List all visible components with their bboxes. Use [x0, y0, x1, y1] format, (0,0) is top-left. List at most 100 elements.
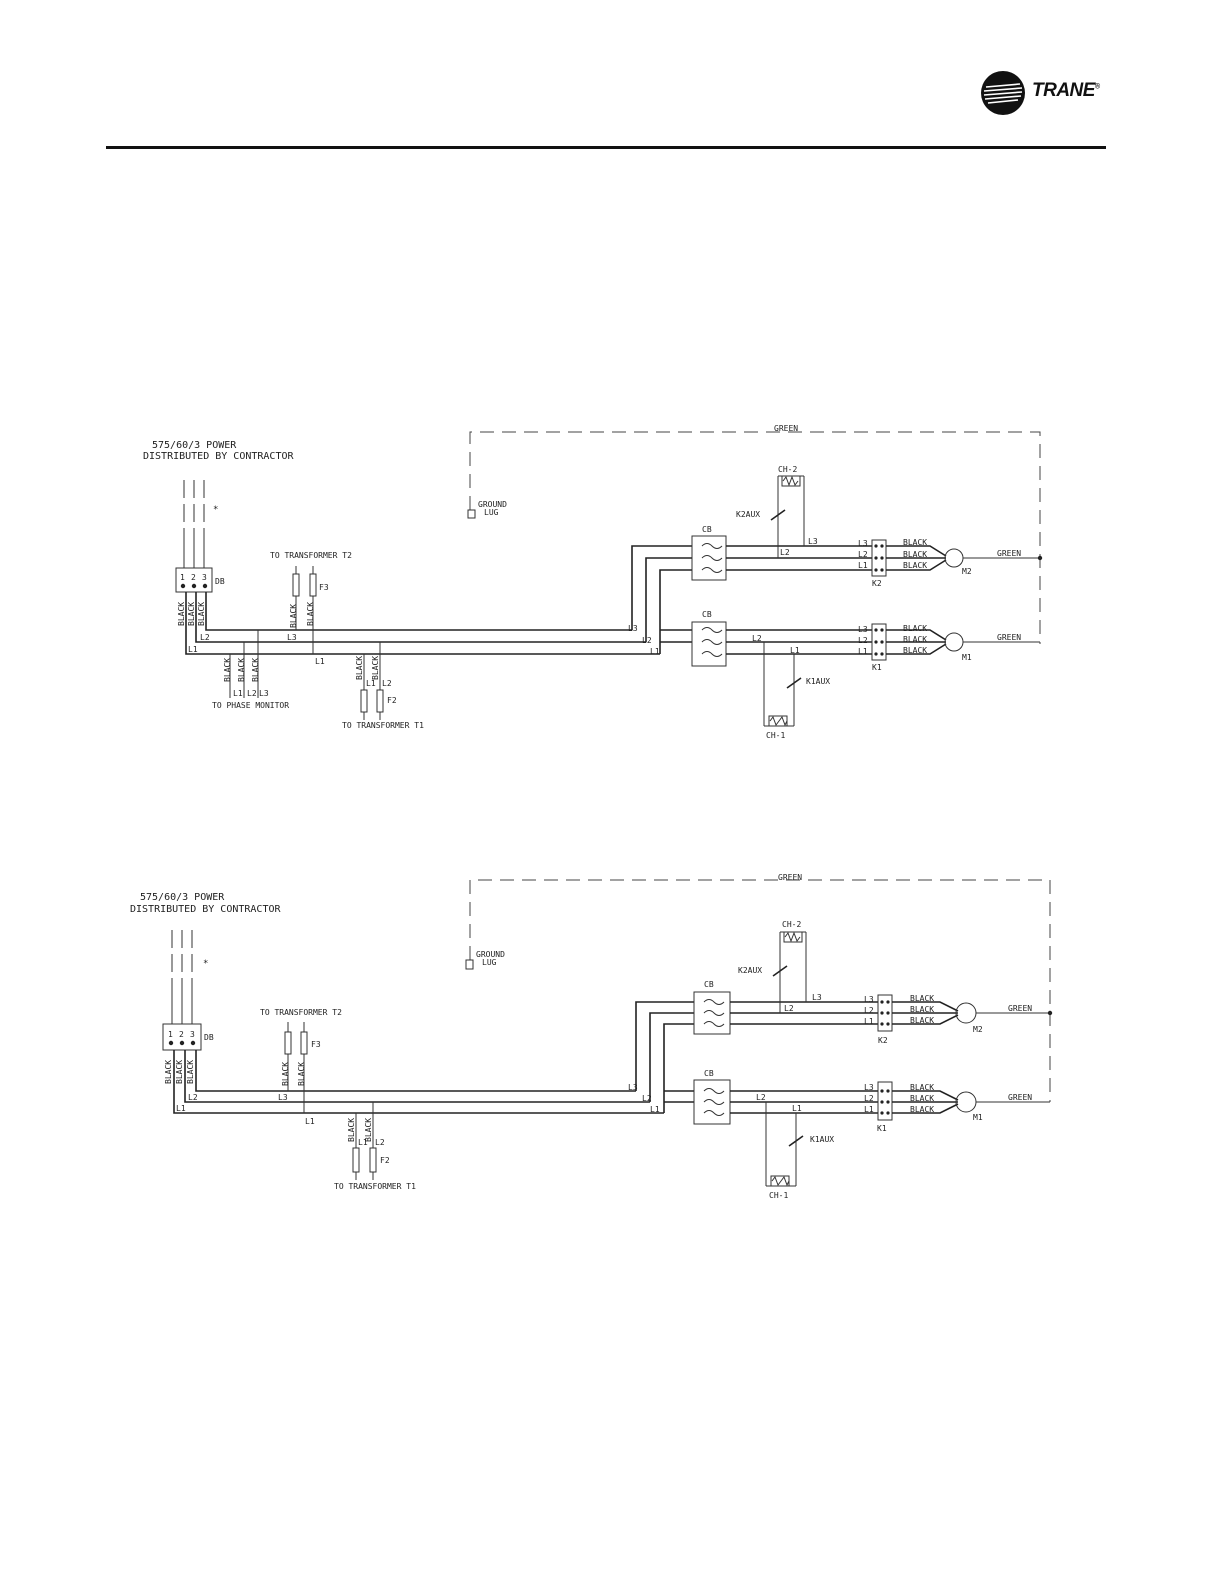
cb1b-l2: L2: [642, 1094, 652, 1103]
contactor-k2b: [877, 994, 893, 1032]
power-title-2: 575/60/3 POWER: [140, 892, 225, 903]
t1b-wire-color-2: BLACK: [364, 1118, 373, 1142]
line2-l3-label: L3: [278, 1093, 288, 1102]
k2-feed-l2: L2: [780, 548, 790, 557]
db-terminal-2: 2: [191, 573, 196, 582]
m2b-wire-2: BLACK: [910, 1005, 934, 1014]
m2-green: GREEN: [997, 549, 1021, 558]
to-transformer-t1: TO TRANSFORMER T1: [342, 721, 424, 730]
pm-wire-color-3: BLACK: [251, 658, 260, 682]
fuse2-t1-left: [352, 1147, 360, 1173]
asterisk-note: *: [213, 505, 218, 515]
t2b-wire-color-1: BLACK: [281, 1062, 290, 1086]
trane-logo-icon: [981, 71, 1025, 115]
ground-lug-label-2: LUG: [484, 508, 499, 517]
k2aux-b-contact-icon: [772, 965, 788, 977]
fuse2-f3: [300, 1031, 308, 1055]
t1-wire-color-1: BLACK: [355, 656, 364, 680]
db-terminal-3: 3: [202, 573, 207, 582]
asterisk-note-2: *: [203, 959, 208, 969]
power-subtitle: DISTRIBUTED BY CONTRACTOR: [143, 451, 294, 462]
m2b-label: M2: [973, 1025, 983, 1034]
k2b-l1: L1: [864, 1017, 874, 1026]
k1b-l1: L1: [864, 1105, 874, 1114]
fuse-f2-label: F2: [387, 696, 397, 705]
k1b-l2: L2: [864, 1094, 874, 1103]
t2-wire-color-2: BLACK: [306, 602, 315, 626]
distribution-block: [175, 567, 213, 593]
m1-label: M1: [962, 653, 972, 662]
k2-label: K2: [872, 579, 882, 588]
cb1-l3: L3: [628, 624, 638, 633]
m1b-label: M1: [973, 1113, 983, 1122]
wire2-color-l3: BLACK: [186, 1060, 195, 1084]
m1b-green: GREEN: [1008, 1093, 1032, 1102]
pm-l2: L2: [247, 689, 257, 698]
k1-l1: L1: [858, 647, 868, 656]
cb1b-l3: L3: [628, 1083, 638, 1092]
fuse2-t2-left: [284, 1031, 292, 1055]
k1-feed-l1: L1: [790, 646, 800, 655]
k2aux-label: K2AUX: [736, 510, 760, 519]
db2-label: DB: [204, 1033, 214, 1042]
k1-l3: L3: [858, 625, 868, 634]
heater-ch2b-icon: [783, 931, 803, 943]
to-transformer-t2-2: TO TRANSFORMER T2: [260, 1008, 342, 1017]
motor-m1b-icon: [955, 1091, 977, 1113]
m1b-wire-2: BLACK: [910, 1094, 934, 1103]
ground-lug-icon-2: [465, 959, 474, 970]
k2b-l2: L2: [864, 1006, 874, 1015]
k1b-feed-l2: L2: [756, 1093, 766, 1102]
cb1b-label: CB: [704, 1069, 714, 1078]
to-phase-monitor: TO PHASE MONITOR: [212, 701, 289, 710]
ch1b-label: CH-1: [769, 1191, 788, 1200]
m1-green: GREEN: [997, 633, 1021, 642]
power-subtitle-2: DISTRIBUTED BY CONTRACTOR: [130, 904, 281, 915]
k1aux-b-label: K1AUX: [810, 1135, 834, 1144]
ground2-lug-label-2: LUG: [482, 958, 497, 967]
k2-l3: L3: [858, 539, 868, 548]
contactor-k1b: [877, 1081, 893, 1121]
k2-l2: L2: [858, 550, 868, 559]
cb1-l1: L1: [650, 647, 660, 656]
pm-l1: L1: [233, 689, 243, 698]
t1-l2: L2: [382, 679, 392, 688]
m1b-wire-1: BLACK: [910, 1083, 934, 1092]
to-transformer-t2: TO TRANSFORMER T2: [270, 551, 352, 560]
ch1-label: CH-1: [766, 731, 785, 740]
wiring-diagram-1-svg: 575/60/3 POWER DISTRIBUTED BY CONTRACTOR…: [143, 424, 1043, 740]
motor-m2b-icon: [955, 1002, 977, 1024]
circuit-breaker-1b: [693, 1079, 731, 1125]
ground-lug-icon: [467, 509, 476, 519]
m1-wire-1: BLACK: [903, 624, 927, 633]
db2-terminal-2: 2: [179, 1030, 184, 1039]
circuit-breaker-1: [691, 621, 727, 667]
cb1b-l1: L1: [650, 1105, 660, 1114]
ground2-green-top: GREEN: [778, 873, 802, 882]
fuse2-f2-label: F2: [380, 1156, 390, 1165]
to-transformer-t1-2: TO TRANSFORMER T1: [334, 1182, 416, 1191]
line2-l2-label: L2: [188, 1093, 198, 1102]
wire2-color-l2: BLACK: [175, 1060, 184, 1084]
t1-wire-color-2: BLACK: [371, 656, 380, 680]
m2b-wire-3: BLACK: [910, 1016, 934, 1025]
m1-wire-2: BLACK: [903, 635, 927, 644]
k1aux-label: K1AUX: [806, 677, 830, 686]
m2-wire-2: BLACK: [903, 550, 927, 559]
t2-l1: L1: [315, 657, 325, 666]
t1b-wire-color-1: BLACK: [347, 1118, 356, 1142]
t1b-l1: L1: [358, 1138, 368, 1147]
k2b-l3: L3: [864, 995, 874, 1004]
fuse-f3-label: F3: [319, 583, 329, 592]
db2-terminal-1: 1: [168, 1030, 173, 1039]
circuit-breaker-2b: [693, 991, 731, 1035]
k1-l2: L2: [858, 636, 868, 645]
header-rule: [106, 146, 1106, 149]
k1-feed-l2: L2: [752, 634, 762, 643]
k2aux-contact-icon: [770, 509, 786, 521]
k2b-feed-l3: L3: [812, 993, 822, 1002]
cb1-label: CB: [702, 610, 712, 619]
t2-wire-color-1: BLACK: [289, 604, 298, 628]
wiring-diagram-1: 575/60/3 POWER DISTRIBUTED BY CONTRACTOR…: [143, 424, 1043, 740]
